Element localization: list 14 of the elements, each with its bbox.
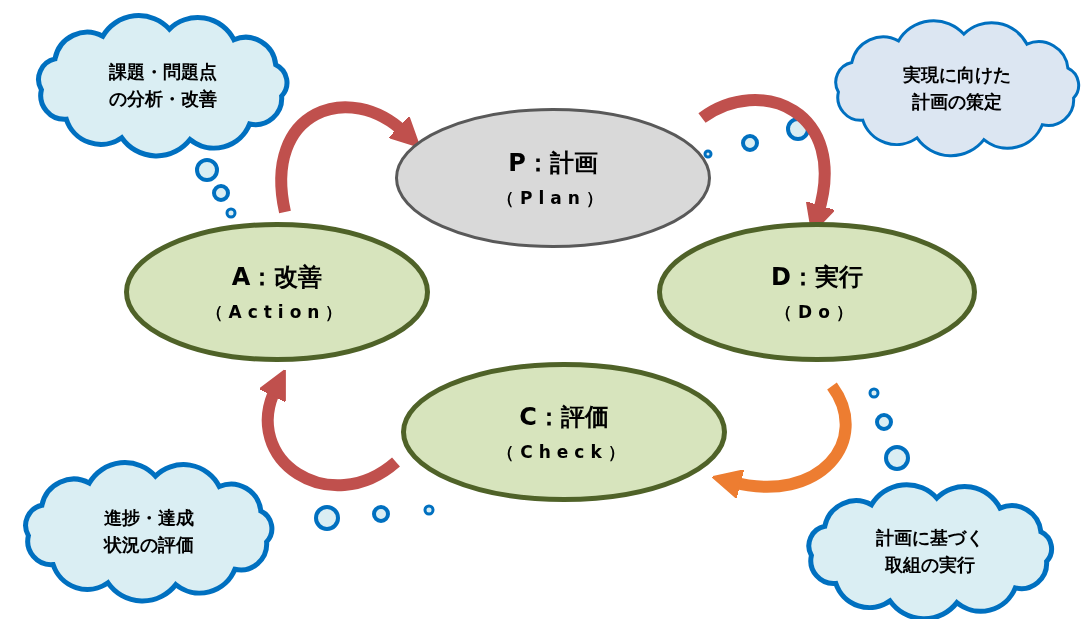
node-subtitle: （Plan） — [497, 186, 609, 210]
curved-arrow — [711, 382, 852, 499]
node-title: D：実行 — [771, 261, 863, 293]
curved-arrow — [258, 368, 400, 491]
node-title: C：評価 — [519, 401, 609, 433]
node-title: A：改善 — [231, 261, 323, 293]
node-subtitle: （Do） — [775, 300, 859, 324]
cloud-text: 実現に向けた計画の策定 — [902, 62, 1012, 114]
node-subtitle: （Check） — [497, 440, 631, 464]
node-subtitle: （Action） — [205, 300, 349, 324]
cloud-text: 計画に基づく取組の実行 — [875, 526, 985, 577]
cloud-text: 進捗・達成状況の評価 — [102, 506, 195, 557]
cloud-text: 課題・問題点の分析・改善 — [107, 60, 218, 111]
node-title: P：計画 — [508, 147, 598, 179]
